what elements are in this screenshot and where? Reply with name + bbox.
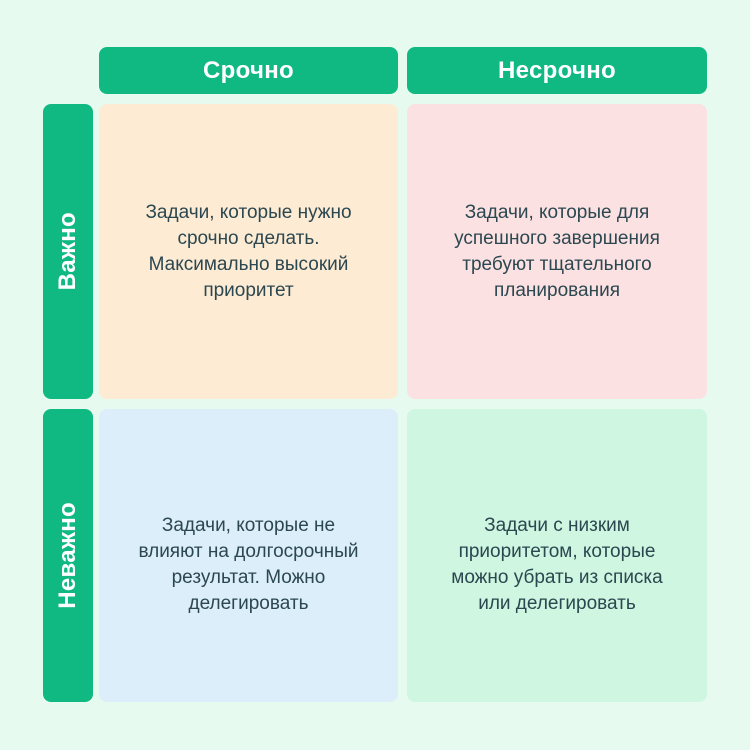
quadrant-important-urgent: Задачи, которые нужно срочно сделать. Ма… xyxy=(99,104,398,399)
quadrant-not-important-urgent: Задачи, которые не влияют на долгосрочны… xyxy=(99,409,398,702)
column-header-not-urgent-label: Несрочно xyxy=(498,56,616,84)
quadrant-not-important-not-urgent-text: Задачи с низким приоритетом, которые мож… xyxy=(451,514,663,614)
column-header-not-urgent: Несрочно xyxy=(407,47,707,94)
row-header-important-label: Важно xyxy=(54,212,81,291)
row-header-not-important: Неважно xyxy=(43,409,93,702)
row-header-important: Важно xyxy=(43,104,93,399)
quadrant-important-urgent-text: Задачи, которые нужно срочно сделать. Ма… xyxy=(145,201,352,301)
quadrant-not-important-urgent-text: Задачи, которые не влияют на долгосрочны… xyxy=(138,514,359,614)
row-header-not-important-label: Неважно xyxy=(54,502,81,609)
quadrant-important-not-urgent: Задачи, которые для успешного завершения… xyxy=(407,104,707,399)
column-header-urgent: Срочно xyxy=(99,47,398,94)
quadrant-not-important-not-urgent: Задачи с низким приоритетом, которые мож… xyxy=(407,409,707,702)
column-header-urgent-label: Срочно xyxy=(203,56,294,84)
quadrant-important-not-urgent-text: Задачи, которые для успешного завершения… xyxy=(454,201,660,301)
